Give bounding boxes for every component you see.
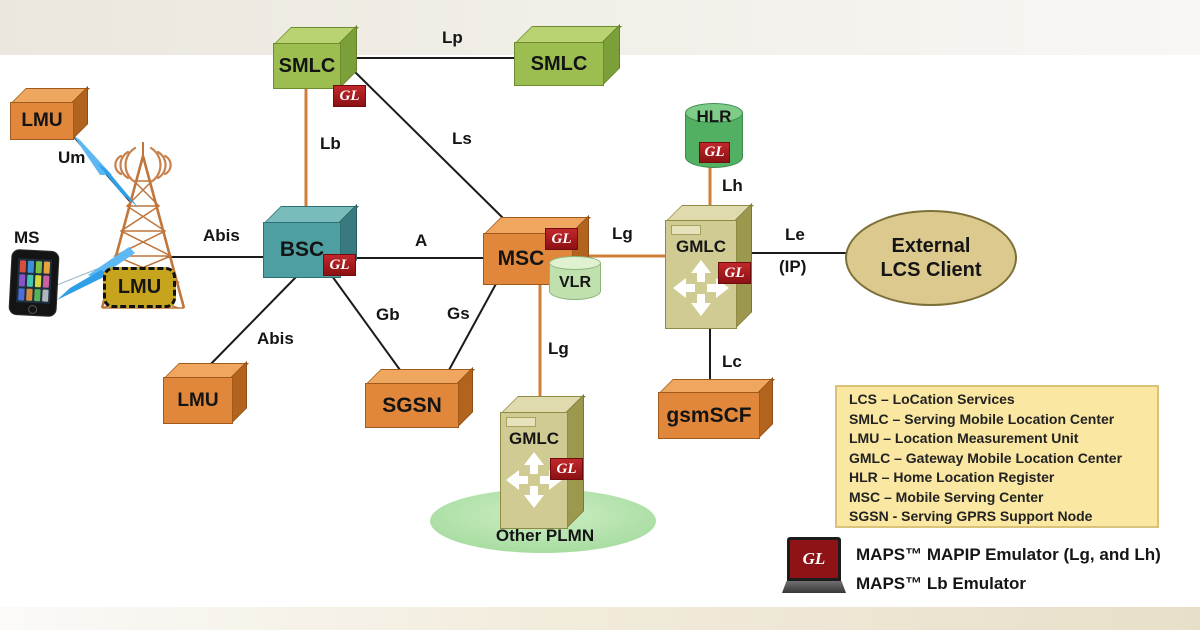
node-label: VLR: [559, 274, 591, 291]
maps-note-line2: MAPS™ Lb Emulator: [856, 574, 1027, 593]
node-hlr: HLR GL: [685, 103, 743, 168]
link-label-le-ip: (IP): [779, 257, 807, 276]
node-label: LMU: [117, 276, 162, 298]
laptop-screen: GL: [787, 537, 841, 581]
node-label: SMLC: [530, 52, 588, 75]
cylinder-top: [549, 256, 601, 270]
node-label: HLR: [696, 107, 732, 126]
node-label: SMLC: [278, 54, 336, 77]
node-label-line1: External: [891, 235, 971, 257]
node-lmu-dashed: LMU: [103, 267, 176, 308]
node-label-line2: LCS Client: [880, 259, 982, 281]
gl-laptop-icon: GL: [782, 537, 846, 597]
link-label-lg-gmlc: Lg: [612, 224, 633, 243]
gl-badge: GL: [323, 254, 356, 276]
box-front-face: SMLC: [514, 42, 604, 86]
gl-badge: GL: [333, 85, 366, 107]
legend-item: MSC – Mobile Serving Center: [849, 488, 1044, 505]
legend-item: SGSN - Serving GPRS Support Node: [849, 508, 1093, 524]
node-lmu-top: LMU: [10, 86, 90, 140]
box-front-face: gsmSCF: [658, 392, 760, 439]
mobile-phone-icon: [8, 248, 60, 318]
node-label: SGSN: [382, 393, 442, 417]
link-label-ls: Ls: [452, 129, 472, 148]
gl-badge: GL: [718, 262, 751, 284]
bottom-band: [0, 607, 1200, 630]
link-label-lb: Lb: [320, 134, 341, 153]
legend-item: HLR – Home Location Register: [849, 469, 1055, 485]
node-label: gsmSCF: [666, 403, 752, 427]
node-gmlc-other-plmn: GMLC GL: [500, 394, 586, 529]
routing-arrows-icon: [673, 260, 729, 316]
maps-note-line1: MAPS™ MAPIP Emulator (Lg, and Lh): [856, 545, 1161, 564]
box-front-face: LMU: [163, 377, 233, 424]
gl-badge: GL: [550, 458, 583, 480]
node-gsmscf: gsmSCF: [658, 377, 775, 439]
link-label-um: Um: [58, 148, 86, 167]
node-label: GMLC: [508, 429, 560, 448]
ms-label: MS: [14, 228, 40, 247]
link-label-lp: Lp: [442, 28, 463, 47]
node-gmlc-home: GMLC GL: [665, 203, 754, 329]
legend-item: GMLC – Gateway Mobile Location Center: [849, 449, 1123, 466]
link-label-lc: Lc: [722, 352, 742, 371]
link-label-abis-lmu: Abis: [257, 329, 294, 348]
node-sgsn: SGSN: [365, 367, 475, 428]
node-label: LMU: [177, 389, 219, 411]
routing-arrows-icon: [506, 452, 562, 508]
node-smlc-peer: SMLC: [514, 24, 622, 86]
box-front-face: LMU: [10, 102, 74, 140]
link-label-abis-bts: Abis: [203, 226, 240, 245]
node-smlc-serving: SMLC GL: [273, 25, 366, 107]
link-label-gs: Gs: [447, 304, 470, 323]
node-label: BSC: [279, 238, 325, 261]
other-plmn-label: Other PLMN: [495, 526, 595, 545]
cylinder-top: [685, 103, 743, 123]
link-label-a: A: [415, 231, 428, 250]
node-label: LMU: [21, 110, 63, 131]
box-front-face: SGSN: [365, 383, 459, 428]
phone-screen: [15, 258, 53, 304]
node-label: GMLC: [675, 237, 727, 256]
node-lmu-bottom: LMU: [163, 361, 249, 424]
node-bsc: BSC GL: [263, 204, 359, 278]
link-label-lh: Lh: [722, 176, 743, 195]
node-label: MSC: [497, 247, 545, 270]
node-vlr: VLR: [549, 256, 601, 300]
node-external-lcs-client: External LCS Client: [845, 210, 1017, 306]
link-label-le: Le: [785, 225, 805, 244]
radio-waves-icon: [114, 146, 172, 184]
gl-logo: GL: [790, 540, 838, 578]
acronym-legend: LCS – LoCation Services SMLC – Serving M…: [835, 385, 1159, 528]
box-front-face: SMLC: [273, 43, 341, 89]
server-slot: [671, 225, 701, 235]
link-label-lg-other: Lg: [548, 339, 569, 358]
gl-badge: GL: [545, 228, 578, 250]
legend-item: SMLC – Serving Mobile Location Center: [849, 410, 1115, 427]
gl-badge: GL: [699, 142, 730, 163]
link-label-gb: Gb: [376, 305, 400, 324]
server-slot: [506, 417, 536, 427]
um-lightning-icon: [73, 135, 138, 207]
legend-item: LMU – Location Measurement Unit: [849, 430, 1079, 446]
laptop-base: [782, 581, 846, 593]
legend-item: LCS – LoCation Services: [849, 391, 1015, 407]
